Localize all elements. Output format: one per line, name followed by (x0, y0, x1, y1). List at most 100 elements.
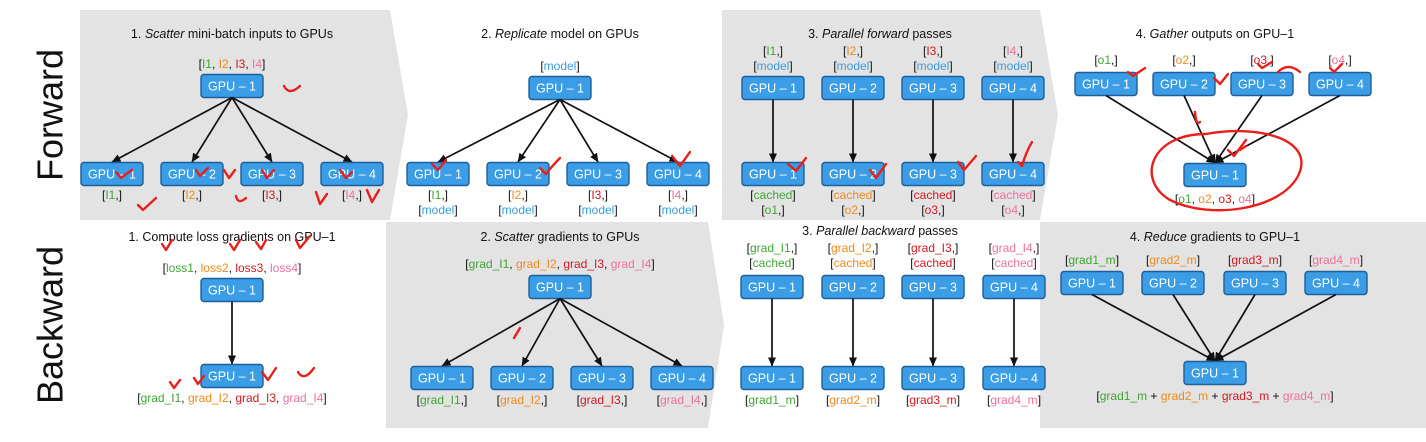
gpu-label: GPU – 4 (990, 281, 1038, 295)
gpu-box (320, 161, 384, 187)
backward-4-bottom-label: [grad1_m + grad2_m + grad3_m + grad4_m] (1096, 389, 1333, 403)
gpu-label: GPU – 2 (829, 372, 877, 386)
backward-4-top-label: [grad4_m] (1309, 253, 1363, 267)
gpu-label: GPU – 2 (829, 281, 877, 295)
pen-check-mark (194, 166, 210, 178)
gpu-box (821, 161, 885, 187)
backward-3-gpu-bottom: GPU – 4 (982, 365, 1046, 391)
backward-4-arrow (1214, 294, 1256, 362)
backward-3-gpu-top: GPU – 3 (901, 274, 965, 300)
gpu-label: GPU – 1 (418, 372, 466, 386)
pen-check-mark (868, 162, 888, 180)
pen-check-mark (1016, 140, 1034, 168)
backward-3-bottom-label: [grad4_m] (987, 393, 1041, 407)
backward-3-top-label: [cached] (910, 256, 955, 270)
backward-4-arrow (1091, 293, 1216, 362)
forward-4-arrow (1183, 95, 1216, 164)
forward-panel-3 (722, 10, 1058, 220)
forward-title-1: 1. Scatter mini-batch inputs to GPUs (131, 27, 333, 41)
gpu-label: GPU – 1 (748, 281, 796, 295)
forward-2-bottom-label: [I4,] (668, 188, 688, 202)
gpu-label: GPU – 1 (208, 284, 256, 298)
forward-3-bottom-label: [cached] (750, 188, 795, 202)
gpu-label: GPU – 4 (990, 372, 1038, 386)
backward-2-arrow (441, 297, 561, 367)
pen-check-mark (1212, 72, 1230, 86)
backward-1-gpu-top: GPU – 1 (200, 277, 264, 303)
gpu-box (1183, 162, 1247, 188)
forward-2-gpu: GPU – 3 (566, 161, 630, 187)
gpu-label: GPU – 3 (909, 281, 957, 295)
forward-4-bottom-label: [o1, o2, o3, o4] (1175, 192, 1255, 206)
gpu-label: GPU – 2 (829, 168, 877, 182)
forward-1-bottom-label: [I4,] (342, 188, 362, 202)
gpu-label: GPU – 2 (1149, 277, 1197, 291)
backward-3-gpu-top: GPU – 2 (821, 274, 885, 300)
backward-2-gpu: GPU – 4 (650, 365, 714, 391)
backward-2-bottom-label: [grad_I3,] (577, 393, 628, 407)
gpu-label: GPU – 1 (749, 168, 797, 182)
forward-2-arrow (437, 98, 561, 163)
forward-3-gpu-bottom: GPU – 3 (901, 161, 965, 187)
gpu-box (981, 161, 1045, 187)
forward-3-top-label: [I3,] (923, 44, 943, 58)
forward-title-4: 4. Gather outputs on GPU–1 (1136, 27, 1294, 41)
backward-3-bottom-label: [grad2_m] (826, 393, 880, 407)
gpu-label: GPU – 4 (328, 168, 376, 182)
pen-stroke-mark (512, 326, 522, 340)
gpu-label: GPU – 3 (909, 82, 957, 96)
gpu-label: GPU – 3 (909, 168, 957, 182)
pen-check-mark (1238, 144, 1248, 152)
forward-4-arrow (1214, 95, 1263, 164)
backward-4-gpu-target: GPU – 1 (1183, 360, 1247, 386)
forward-2-gpu: GPU – 4 (646, 161, 710, 187)
pen-check-mark (1226, 138, 1248, 158)
backward-4-gpu: GPU – 3 (1223, 270, 1287, 296)
gpu-label: GPU – 1 (748, 372, 796, 386)
gpu-box (200, 363, 264, 389)
backward-4-gpu: GPU – 1 (1060, 270, 1124, 296)
forward-3-bottom-label: [o3,] (921, 203, 944, 217)
forward-1-bottom-label: [I1,] (102, 188, 122, 202)
forward-3-bottom-label: [cached] (910, 188, 955, 202)
forward-3-gpu-top: GPU – 4 (981, 75, 1045, 101)
gpu-box (490, 365, 554, 391)
pen-circle-mark (1150, 129, 1303, 212)
forward-1-top-label: [I1, I2, I3, I4] (199, 57, 266, 71)
forward-1-bottom-label: [I2,] (182, 188, 202, 202)
forward-3-gpu-top: GPU – 3 (901, 75, 965, 101)
pen-check-mark (260, 168, 276, 180)
gpu-label: GPU – 2 (168, 168, 216, 182)
forward-title-2: 2. Replicate model on GPUs (481, 27, 639, 41)
handwritten-annotations (114, 60, 1344, 390)
forward-4-top-label: [o3,] (1250, 53, 1273, 67)
forward-3-top-label: [model] (833, 59, 872, 73)
gpu-label: GPU – 4 (1312, 277, 1360, 291)
backward-2-gpu-source: GPU – 1 (528, 274, 592, 300)
pen-check-mark (234, 194, 248, 203)
gpu-box (486, 161, 550, 187)
pen-check-mark (296, 366, 316, 378)
forward-2-bottom-label: [model] (578, 203, 617, 217)
pen-check-mark (160, 238, 174, 252)
forward-row-label: Forward (30, 49, 71, 181)
pen-check-mark (228, 238, 242, 252)
forward-3-bottom-label: [o1,] (761, 203, 784, 217)
pen-check-mark (1328, 62, 1344, 74)
forward-4-gpu: GPU – 4 (1308, 71, 1372, 97)
pen-check-mark (1193, 110, 1202, 125)
forward-1-arrow (231, 96, 353, 163)
gpu-label: GPU – 3 (248, 168, 296, 182)
gpu-label: GPU – 1 (536, 281, 584, 295)
forward-2-bottom-label: [I1,] (428, 188, 448, 202)
forward-4-top-label: [o1,] (1094, 53, 1117, 67)
backward-4-top-label: [grad3_m] (1228, 253, 1282, 267)
forward-3-top-label: [model] (913, 59, 952, 73)
forward-1-gpu: GPU – 1 (80, 161, 144, 187)
backward-1-top-label: [loss1, loss2, loss3, loss4] (163, 261, 302, 275)
forward-4-arrow (1105, 94, 1216, 164)
forward-3-top-label: [I1,] (763, 44, 783, 58)
backward-title-3: 3. Parallel backward passes (802, 224, 958, 238)
forward-title-3: 3. Parallel forward passes (808, 27, 952, 41)
